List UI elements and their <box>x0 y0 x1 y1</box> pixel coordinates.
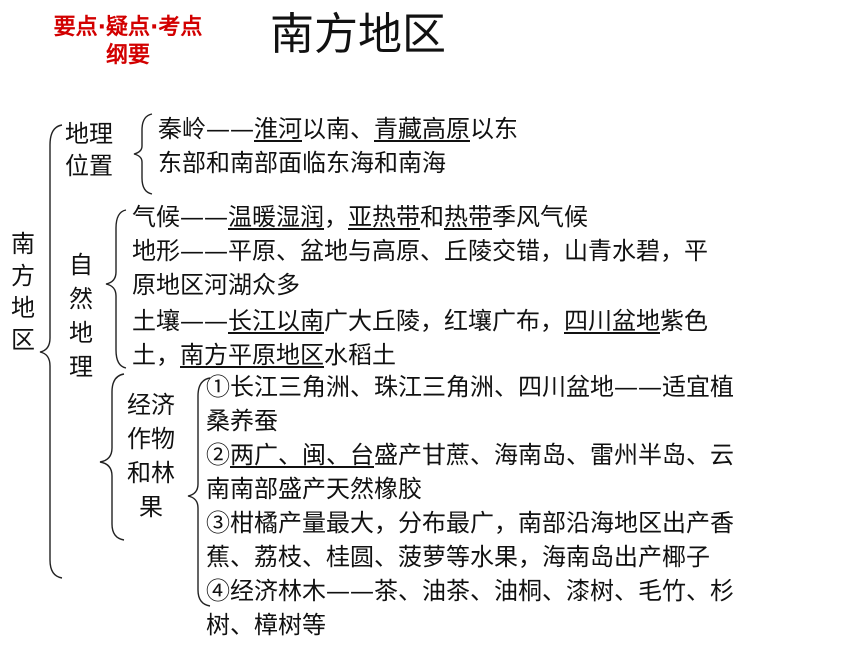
crops-item-4-line-2: 树、樟树等 <box>206 611 326 639</box>
location-line-2: 东部和南部面临东海和南海 <box>158 149 446 177</box>
section-tag-line1: 要点·疑点·考点 <box>53 15 203 40</box>
crops-label-line: 和林 <box>127 459 175 487</box>
location-label-line: 位置 <box>65 152 113 180</box>
crops-items-bracket-path <box>187 377 211 607</box>
section-tag-line2: 纲要 <box>105 43 150 68</box>
underlined-term: 温暖湿润 <box>228 203 324 231</box>
text-span: 广大丘陵，红壤广布， <box>324 307 564 335</box>
nature-label-char: 地 <box>69 319 93 347</box>
crops-item-2-line-2: 南南部盛产天然橡胶 <box>206 475 422 503</box>
nature-label-char: 理 <box>69 353 93 381</box>
text-span: 秦岭—— <box>158 115 254 143</box>
crops-item-2-line-1: ②两广、闽、台盛产甘蔗、海南岛、雷州半岛、云 <box>206 438 734 472</box>
page-title: 南方地区 <box>270 9 446 60</box>
text-span: 以南、 <box>302 115 374 143</box>
underlined-term: 淮河 <box>254 115 302 143</box>
underlined-term: 亚热带 <box>348 203 420 231</box>
crops-item-1-line-1: ①长江三角洲、珠江三角洲、四川盆地——适宜植 <box>206 373 734 401</box>
soil-line-2: 土，南方平原地区水稻土 <box>132 338 396 372</box>
text-span: 紫色 <box>660 307 708 335</box>
text-span: 季风气候 <box>492 203 588 231</box>
text-span: ② <box>206 441 230 469</box>
location-bracket-path <box>133 113 153 195</box>
underlined-term: 青藏高原 <box>374 115 470 143</box>
crops-item-3-line-2: 蕉、荔枝、桂圆、菠萝等水果，海南岛出产椰子 <box>206 543 710 571</box>
underlined-term: 长江以南 <box>228 307 324 335</box>
root-label-char: 区 <box>11 326 35 354</box>
crops-label-line: 果 <box>139 493 163 521</box>
text-span: 水稻土 <box>324 341 396 369</box>
text-span: 以东 <box>470 115 518 143</box>
text-span: 土壤—— <box>132 307 228 335</box>
root-label: 南 方 地 区 <box>8 228 38 356</box>
crops-item-1-line-2: 桑养蚕 <box>206 407 278 435</box>
text-span: 土， <box>132 341 180 369</box>
crops-item-4-line-1: ④经济林木——茶、油茶、油桐、漆树、毛竹、杉 <box>206 577 734 605</box>
root-bracket-path <box>39 124 63 579</box>
nature-label: 自 然 地 理 <box>66 248 96 384</box>
text-span: 盛产甘蔗、海南岛、雷州半岛、云 <box>374 441 734 469</box>
nature-label-char: 自 <box>69 251 93 279</box>
section-tag: 要点·疑点·考点 纲要 <box>28 14 228 70</box>
underlined-term: 南方平原地区 <box>180 341 324 369</box>
location-line-1: 秦岭——淮河以南、青藏高原以东 <box>158 112 518 146</box>
crops-bracket-path <box>99 373 125 541</box>
text-span: ， <box>324 203 348 231</box>
root-label-char: 南 <box>11 230 35 258</box>
location-label-line: 地理 <box>65 120 113 148</box>
text-span: 和 <box>420 203 444 231</box>
climate-line: 气候——温暖湿润，亚热带和热带季风气候 <box>132 200 588 234</box>
terrain-line-1: 地形——平原、盆地与高原、丘陵交错，山青水碧，平 <box>132 237 708 265</box>
crops-label-line: 经济 <box>127 391 175 419</box>
soil-line-1: 土壤——长江以南广大丘陵，红壤广布，四川盆地紫色 <box>132 304 708 338</box>
crops-item-3-line-1: ③柑橘产量最大，分布最广，南部沿海地区出产香 <box>206 509 734 537</box>
nature-label-char: 然 <box>69 285 93 313</box>
underlined-term: 四川盆地 <box>564 307 660 335</box>
location-label: 地理 位置 <box>58 118 120 182</box>
root-label-char: 方 <box>11 262 35 290</box>
crops-label-line: 作物 <box>127 425 175 453</box>
root-label-char: 地 <box>11 294 35 322</box>
nature-bracket-path <box>105 209 127 369</box>
text-span: 气候—— <box>132 203 228 231</box>
terrain-line-2: 原地区河湖众多 <box>132 271 300 299</box>
crops-label: 经济 作物 和林 果 <box>116 388 186 524</box>
underlined-term: 热带 <box>444 203 492 231</box>
underlined-term: 两广、闽、台 <box>230 441 374 469</box>
